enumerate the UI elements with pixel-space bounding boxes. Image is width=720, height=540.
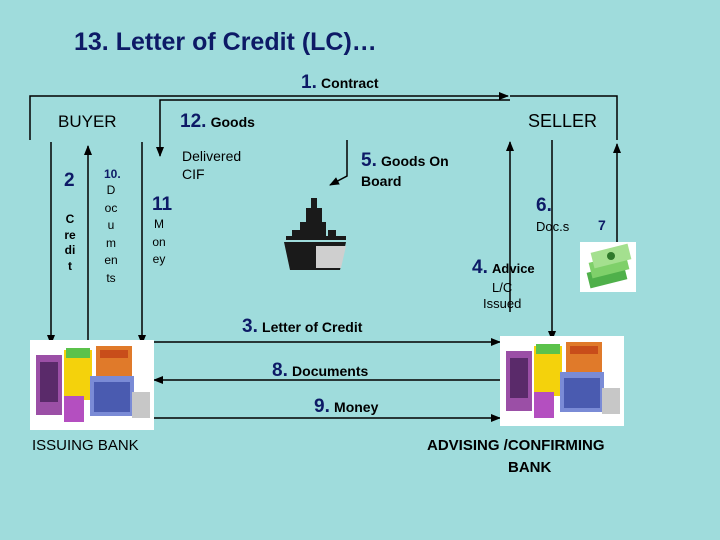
issuing-bank-label: ISSUING BANK	[32, 437, 139, 454]
step-8-number: 8.	[272, 360, 288, 381]
step-8-documents: 8. Documents	[272, 360, 368, 382]
step-4-text: Advice	[492, 261, 535, 276]
advising-bank-label-line1: ADVISING /CONFIRMING	[427, 437, 605, 454]
step-3-text: Letter of Credit	[262, 319, 363, 335]
step-12-sub2: CIF	[182, 166, 205, 182]
step-11-text: Money	[152, 217, 166, 266]
step-12-sub1: Delivered	[182, 148, 242, 164]
seller-box	[510, 95, 618, 140]
step-12-text: Goods	[210, 114, 255, 130]
step-7-number: 7	[598, 217, 606, 233]
step-1-number: 1.	[301, 72, 317, 93]
step-3-letter-of-credit: 3. Letter of Credit	[242, 316, 362, 338]
step-11-number: 11	[152, 194, 173, 215]
step-4-line2: L/C	[492, 280, 513, 295]
buyer-box	[29, 95, 152, 140]
step-10-text: Documents	[104, 183, 118, 285]
step-12-goods: 12. Goods	[180, 111, 255, 133]
step-5-text: Goods On	[381, 153, 449, 169]
step-8-text: Documents	[292, 363, 369, 379]
ship-icon	[284, 198, 346, 270]
step-1-text: Contract	[321, 75, 379, 91]
advising-bank-label-line2: BANK	[508, 459, 552, 476]
step-2-number: 2	[64, 170, 75, 191]
step-3-number: 3.	[242, 316, 258, 337]
step-10-number: 10.	[104, 167, 121, 181]
step-5-goods-on-board: 5. Goods On	[361, 150, 449, 172]
issuing-bank-building-icon	[30, 340, 154, 430]
step-4-advice: 4. Advice	[472, 257, 535, 279]
step-9-money: 9. Money	[314, 396, 378, 418]
step-4-number: 4.	[472, 257, 488, 278]
seller-label: SELLER	[528, 111, 598, 131]
advising-bank-building-icon	[500, 336, 624, 426]
step-6-number: 6.	[536, 195, 552, 216]
page-title: 13. Letter of Credit (LC)…	[74, 28, 377, 56]
goods-arrow	[156, 99, 510, 157]
step-12-number: 12.	[180, 111, 207, 132]
step-2-text: Credit	[64, 212, 76, 273]
step-9-text: Money	[334, 399, 379, 415]
step-6-text: Doc.s	[536, 219, 570, 234]
buyer-label: BUYER	[58, 112, 117, 131]
step-5-line2: Board	[361, 173, 402, 189]
step-5-number: 5.	[361, 150, 377, 171]
money-icon	[580, 242, 636, 292]
goods-on-board-arrow	[329, 140, 348, 186]
step-9-number: 9.	[314, 396, 330, 417]
step-4-line3: Issued	[483, 296, 522, 311]
step-1-contract: 1. Contract	[301, 72, 379, 94]
